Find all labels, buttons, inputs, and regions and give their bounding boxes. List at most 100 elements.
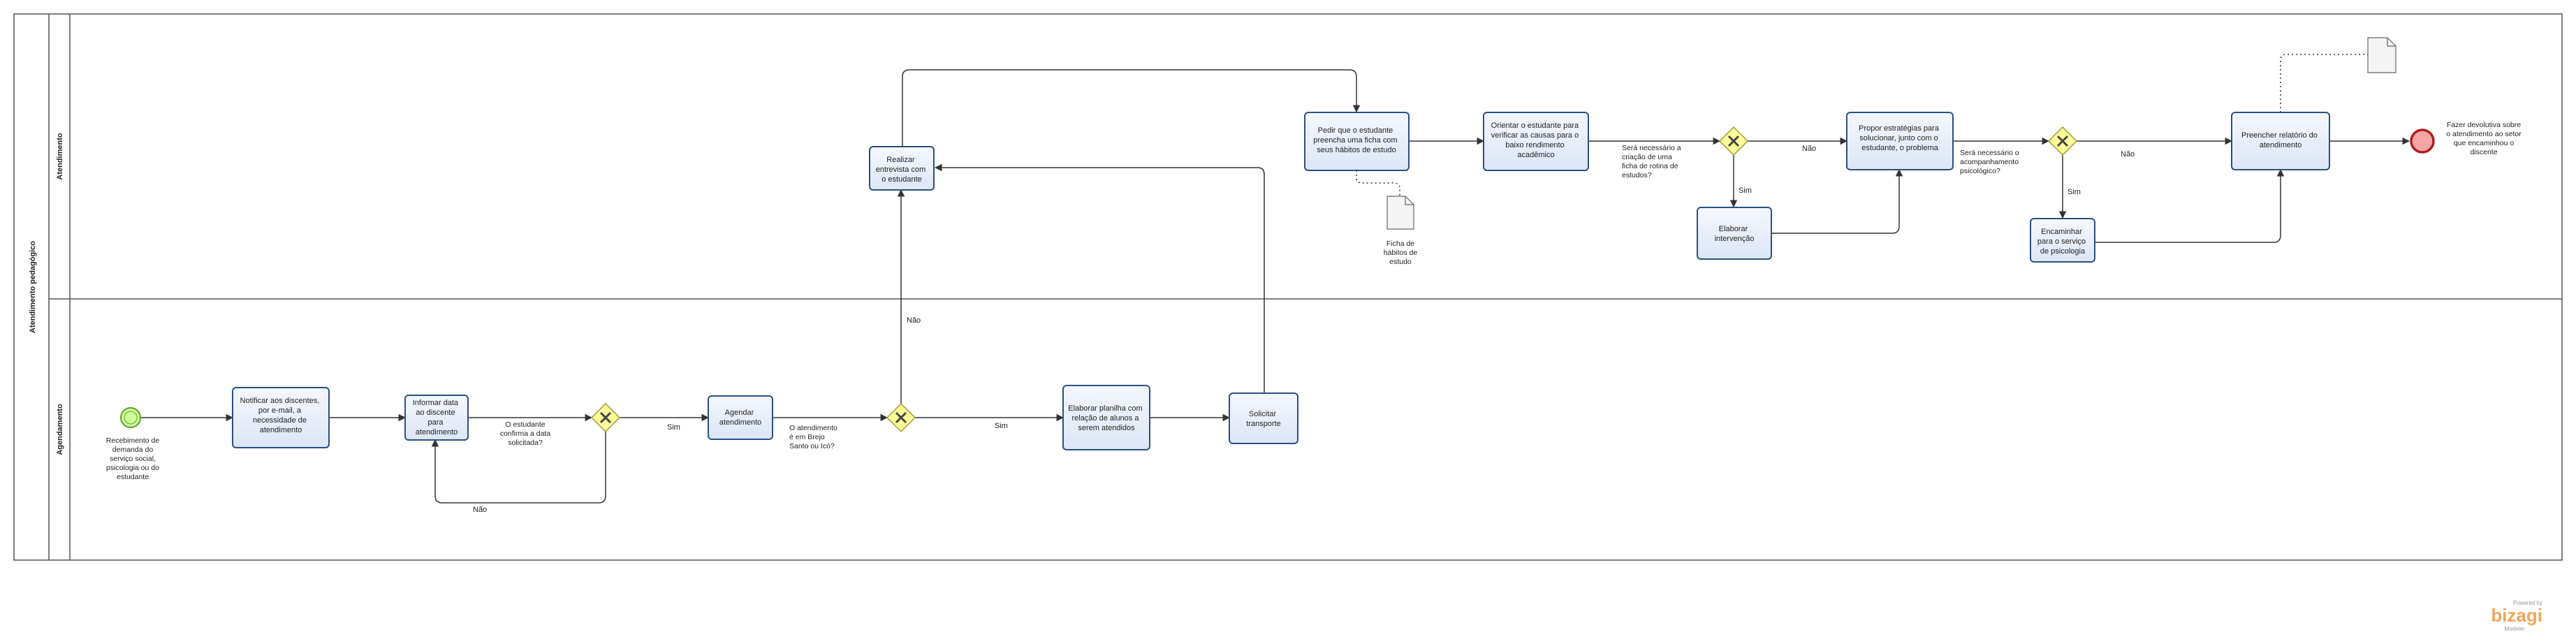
task-text-line: serem atendidos bbox=[1078, 424, 1135, 432]
task-text-line: necessidade de bbox=[253, 416, 307, 425]
task-text-line: Agendar bbox=[725, 409, 754, 417]
task-text-line: transporte bbox=[1246, 420, 1281, 428]
task-agendar[interactable]: Agendar atendimento bbox=[708, 395, 773, 440]
flow-labels: Não Sim Não Sim Não Sim Não Sim bbox=[473, 145, 2135, 514]
gateway-confirma-data[interactable] bbox=[590, 402, 621, 433]
gateway-acompanhamento-psico[interactable] bbox=[2047, 126, 2078, 156]
gateway-brejo-santo[interactable] bbox=[886, 402, 916, 433]
flow-intervencao-propor bbox=[1771, 168, 1903, 234]
end-event[interactable] bbox=[2410, 128, 2435, 154]
label-gw4-sim: Sim bbox=[2068, 188, 2081, 196]
gateway-label-line: Será necessário a bbox=[1622, 144, 1681, 152]
gateway-label-line: Santo ou Icó? bbox=[789, 442, 835, 450]
task-text-line: atendimento bbox=[2260, 141, 2302, 149]
task-text-line: atendimento bbox=[416, 428, 458, 436]
svg-text:Preencher relatório do a: Preencher relatório do atendimento bbox=[2241, 131, 2320, 149]
task-elaborar-intervencao[interactable]: Elaborar intervenção bbox=[1697, 207, 1772, 260]
task-text-line: Preencher relatório do bbox=[2241, 131, 2318, 140]
svg-text:Orientar o estudante para: Orientar o estudante para verificar as c… bbox=[1491, 122, 1581, 159]
label-gw1-nao: Não bbox=[473, 506, 487, 514]
pool: Atendimento pedagógico Atendimento Agend… bbox=[13, 13, 2563, 561]
task-text-line: de psicologia bbox=[2040, 247, 2086, 256]
gateway-brejo-santo-label: O atendimento é em Brejo Santo ou Icó? bbox=[789, 424, 837, 450]
svg-text:Informar data ao discent: Informar data ao discente para atendimen… bbox=[413, 399, 460, 436]
exclusive-gateway-icon bbox=[599, 411, 612, 424]
task-text-line: verificar as causas para o bbox=[1491, 131, 1579, 140]
task-text-line: Informar data bbox=[413, 399, 459, 407]
task-text-line: atendimento bbox=[719, 418, 762, 427]
svg-text:Realizar entrevista com: Realizar entrevista com o estudante bbox=[876, 156, 928, 184]
label-gw4-nao: Não bbox=[2121, 150, 2135, 159]
task-text-line: Realizar bbox=[886, 156, 915, 164]
sequence-flows bbox=[140, 69, 2410, 504]
task-text-line: Solicitar bbox=[1249, 410, 1276, 418]
modeler-text: Modeler bbox=[2505, 626, 2525, 632]
task-text-line: preencha uma ficha com bbox=[1313, 136, 1397, 145]
label-gw1-sim: Sim bbox=[667, 423, 680, 432]
svg-text:Solicitar transporte: Solicitar transporte bbox=[1246, 410, 1281, 428]
task-solicitar-transporte[interactable]: Solicitar transporte bbox=[1229, 392, 1298, 444]
flow-gw1-nao bbox=[431, 432, 606, 504]
task-text-line: Pedir que o estudante bbox=[1318, 126, 1393, 135]
bizagi-branding: Powered by bizagi Modeler bbox=[2491, 600, 2542, 632]
task-text-line: Propor estratégias para bbox=[1859, 124, 1940, 133]
artifact-ficha-habitos-label: Ficha de hábitos de estudo bbox=[1384, 240, 1418, 266]
task-text-line: seus hábitos de estudo bbox=[1317, 146, 1396, 154]
task-text-line: atendimento bbox=[260, 426, 302, 434]
task-text-line: Elaborar bbox=[1719, 225, 1748, 233]
end-label-line: o atendimento ao setor bbox=[2446, 130, 2522, 138]
task-informar-data[interactable]: Informar data ao discente para atendimen… bbox=[404, 395, 469, 441]
task-pedir-ficha[interactable]: Pedir que o estudante preencha uma ficha… bbox=[1304, 112, 1410, 171]
flow-entrevista-pedir bbox=[902, 69, 1361, 147]
gateway-confirma-data-label: O estudante confirma a data solicitada? bbox=[500, 420, 551, 447]
task-text-line: solucionar, junto com o bbox=[1859, 134, 1938, 142]
task-realizar-entrevista[interactable]: Realizar entrevista com o estudante bbox=[869, 146, 935, 191]
label-gw2-nao: Não bbox=[907, 316, 921, 325]
start-event[interactable] bbox=[120, 407, 141, 428]
associations bbox=[1356, 54, 2368, 196]
start-event-label: Recebimento de demanda do serviço social… bbox=[106, 436, 160, 481]
task-encaminhar-psicologia[interactable]: Encaminhar para o serviço de psicologia bbox=[2030, 218, 2095, 263]
svg-text:Elaborar intervenção: Elaborar intervenção bbox=[1715, 225, 1755, 243]
start-label-line: demanda do bbox=[112, 446, 154, 454]
pool-label: Atendimento pedagógico bbox=[29, 241, 37, 333]
svg-text:Propor estratégias para: Propor estratégias para solucionar, junt… bbox=[1859, 124, 1941, 152]
gateway-label-line: confirma a data bbox=[500, 429, 551, 438]
start-label-line: serviço social, bbox=[110, 455, 156, 463]
artifact-label-line: estudo bbox=[1389, 258, 1412, 266]
label-gw3-sim: Sim bbox=[1739, 186, 1752, 195]
exclusive-gateway-icon bbox=[895, 411, 907, 424]
task-text-line: Orientar o estudante para bbox=[1491, 122, 1579, 130]
bizagi-logo: bizagi bbox=[2491, 605, 2542, 626]
flow-encaminhar-relatorio bbox=[2095, 168, 2285, 243]
artifact-ficha-habitos[interactable] bbox=[1386, 196, 1414, 230]
task-text-line: baixo rendimento bbox=[1505, 141, 1564, 149]
end-event-label: Fazer devolutiva sobre o atendimento ao … bbox=[2446, 121, 2522, 156]
end-label-line: que encaminhou o bbox=[2454, 139, 2515, 147]
task-elaborar-planilha[interactable]: Elaborar planilha com relação de alunos … bbox=[1062, 385, 1150, 450]
gateway-label-line: O estudante bbox=[505, 420, 545, 429]
task-text-line: entrevista com bbox=[876, 166, 926, 174]
exclusive-gateway-icon bbox=[1727, 135, 1740, 147]
task-text-line: para bbox=[427, 418, 444, 427]
end-label-line: Fazer devolutiva sobre bbox=[2447, 121, 2521, 129]
gateway-ficha-rotina[interactable] bbox=[1718, 126, 1749, 156]
svg-text:Pedir que o estudante pr: Pedir que o estudante preencha uma ficha… bbox=[1313, 126, 1400, 154]
label-gw3-nao: Não bbox=[1802, 145, 1816, 153]
lane-label-agendamento: Agendamento bbox=[56, 404, 64, 455]
gateway-label-line: O atendimento bbox=[789, 424, 837, 432]
association-pedir-ficha bbox=[1356, 170, 1400, 196]
task-text-line: para o serviço bbox=[2037, 237, 2086, 246]
task-propor-estrategias[interactable]: Propor estratégias para solucionar, junt… bbox=[1846, 112, 1954, 170]
task-orientar[interactable]: Orientar o estudante para verificar as c… bbox=[1483, 112, 1589, 171]
task-preencher-relatorio[interactable]: Preencher relatório do atendimento bbox=[2231, 112, 2330, 170]
artifact-relatorio[interactable] bbox=[2367, 37, 2396, 73]
task-text-line: Elaborar planilha com bbox=[1068, 404, 1142, 413]
task-text-line: Notificar aos discentes, bbox=[240, 397, 320, 405]
end-label-line: discente bbox=[2470, 148, 2497, 156]
task-notificar[interactable]: Notificar aos discentes, por e-mail, a n… bbox=[232, 387, 330, 448]
gateway-label-line: solicitada? bbox=[508, 439, 543, 447]
gateway-acompanhamento-psico-label: Será necessário o acompanhamento psicoló… bbox=[1960, 149, 2019, 175]
svg-text:Encaminhar para o serviç: Encaminhar para o serviço de psicologia bbox=[2037, 228, 2088, 256]
svg-text:Elaborar planilha com re: Elaborar planilha com relação de alunos … bbox=[1068, 404, 1144, 432]
